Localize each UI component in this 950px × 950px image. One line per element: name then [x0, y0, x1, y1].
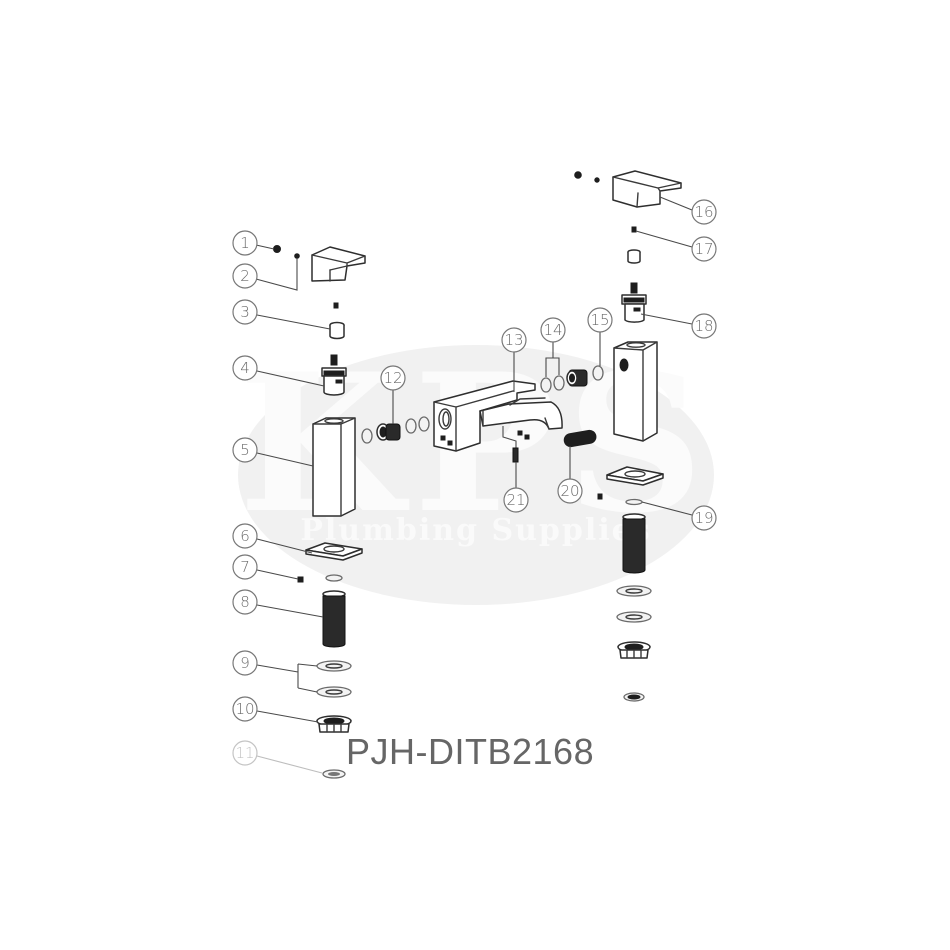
- part-20-diverter-knob: [563, 429, 597, 448]
- part-4-cartridge: [321, 354, 347, 396]
- part-3-adaptor: [329, 321, 345, 340]
- part-16-right-handle: [612, 170, 682, 208]
- callout-4: 4: [232, 355, 258, 381]
- part-right-threaded-shank: [622, 513, 646, 574]
- part-right-adaptor: [627, 249, 641, 264]
- part-11-washer: [322, 769, 346, 779]
- svg-text:15: 15: [590, 311, 609, 329]
- svg-text:7: 7: [240, 558, 250, 576]
- part-o-ring-left: [325, 574, 343, 582]
- callout-8: 8: [232, 589, 258, 615]
- watermark-ellipse: [238, 345, 714, 605]
- callout-15: 15: [587, 307, 613, 333]
- callout-21: 21: [503, 487, 529, 513]
- part-right-small-washer: [623, 692, 645, 702]
- part-right-grub-screw: [597, 493, 603, 500]
- callouts: 1 2 3 4 5 6 7 8 9 10 11 12 13 14 15 16 1…: [232, 199, 717, 766]
- svg-text:20: 20: [560, 482, 579, 500]
- callout-16: 16: [691, 199, 717, 225]
- svg-text:2: 2: [240, 267, 250, 285]
- callout-9: 9: [232, 650, 258, 676]
- svg-text:3: 3: [240, 303, 250, 321]
- part-19-o-ring: [625, 498, 643, 506]
- part-2-grub-screw: [294, 253, 300, 259]
- callout-5: 5: [232, 437, 258, 463]
- svg-text:11: 11: [235, 744, 254, 762]
- product-code: PJH-DITB2168: [346, 731, 595, 772]
- part-8-threaded-shank: [322, 590, 346, 648]
- watermark-tagline: Plumbing Supplies: [300, 513, 651, 548]
- svg-text:16: 16: [694, 203, 713, 221]
- svg-text:6: 6: [240, 527, 250, 545]
- callout-1: 1: [232, 230, 258, 256]
- part-17-screw: [631, 226, 637, 233]
- svg-text:13: 13: [504, 331, 523, 349]
- callout-19: 19: [691, 505, 717, 531]
- part-6-flange: [305, 542, 363, 561]
- svg-text:1: 1: [240, 234, 250, 252]
- callout-12: 12: [380, 365, 406, 391]
- part-1-cap-nut: [273, 245, 281, 253]
- svg-text:9: 9: [240, 654, 250, 672]
- part-right-back-nut: [617, 641, 651, 659]
- part-right-cap-nuts: [574, 171, 600, 183]
- part-13-spout-body: [433, 380, 563, 452]
- part-handle-screw: [333, 302, 339, 309]
- callout-13: 13: [501, 327, 527, 353]
- part-5-left-body: [312, 417, 356, 517]
- svg-text:14: 14: [543, 321, 562, 339]
- part-10-back-nut: [316, 715, 352, 733]
- callout-11: 11: [232, 740, 258, 766]
- callout-7: 7: [232, 554, 258, 580]
- part-12-connector-left: [361, 416, 430, 444]
- leader-line-11: [256, 755, 323, 774]
- svg-text:4: 4: [240, 359, 250, 377]
- svg-text:10: 10: [235, 700, 254, 718]
- svg-text:21: 21: [506, 491, 525, 509]
- part-15-o-ring: [592, 365, 604, 381]
- part-18-cartridge: [621, 282, 647, 323]
- part-right-washers: [616, 585, 652, 623]
- part-7-grub-screw: [297, 576, 304, 583]
- callout-10: 10: [232, 696, 258, 722]
- callout-18: 18: [691, 313, 717, 339]
- callout-14: 14: [540, 317, 566, 343]
- svg-text:18: 18: [694, 317, 713, 335]
- callout-17: 17: [691, 236, 717, 262]
- svg-text:8: 8: [240, 593, 250, 611]
- part-spout-screws: [440, 430, 530, 446]
- part-right-flange: [606, 466, 664, 486]
- part-14-washers: [540, 375, 565, 393]
- part-9-washers: [316, 660, 352, 698]
- part-connector-right: [566, 369, 588, 387]
- callout-6: 6: [232, 523, 258, 549]
- svg-text:19: 19: [694, 509, 713, 527]
- part-left-handle: [311, 246, 366, 282]
- svg-text:17: 17: [694, 240, 713, 258]
- part-right-body: [613, 341, 658, 442]
- callout-3: 3: [232, 299, 258, 325]
- callout-20: 20: [557, 478, 583, 504]
- leader-lines: [255, 196, 693, 723]
- callout-2: 2: [232, 263, 258, 289]
- svg-text:5: 5: [240, 441, 250, 459]
- svg-text:12: 12: [383, 369, 402, 387]
